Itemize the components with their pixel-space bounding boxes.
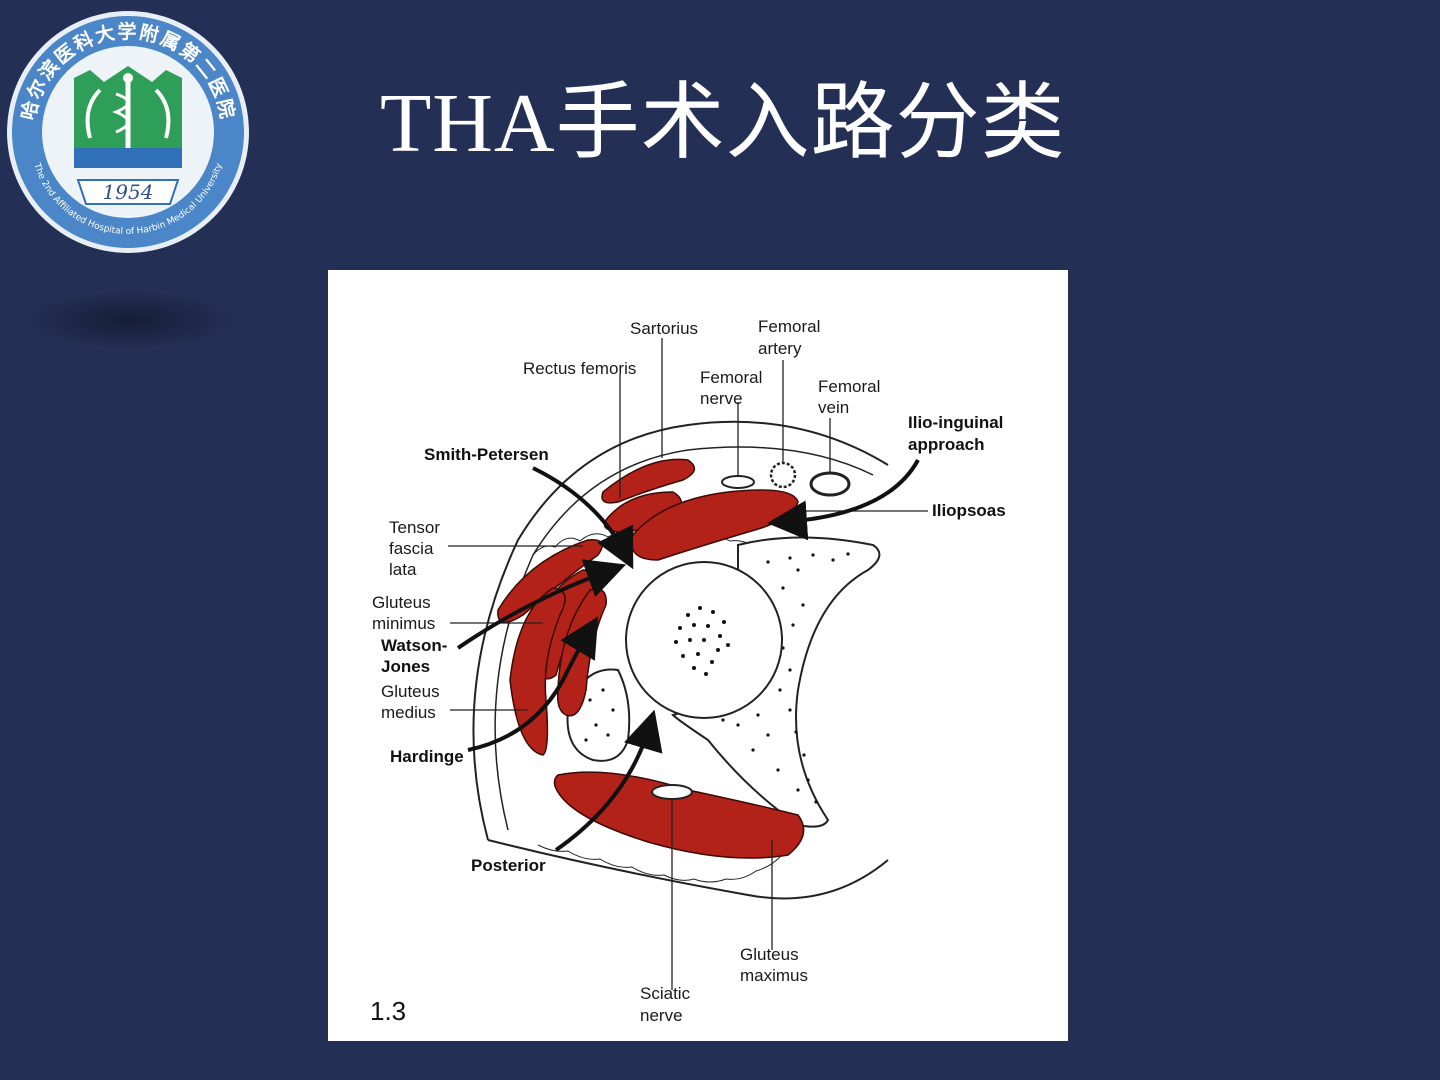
label-gluteus-maximus-2: maximus	[740, 966, 808, 985]
fascia-outline	[494, 446, 874, 831]
label-femoral-artery-1: Femoral	[758, 317, 820, 336]
label-gluteus-medius-2: medius	[381, 703, 436, 722]
hip-cross-section-diagram: Sartorius Femoral artery Rectus femoris …	[370, 317, 1006, 1026]
femoral-nerve-shape	[721, 475, 755, 489]
arrow-watson-jones	[456, 559, 627, 650]
bone-stipple	[721, 552, 850, 804]
label-smith-petersen: Smith-Petersen	[424, 445, 549, 464]
label-femoral-nerve-2: nerve	[700, 389, 743, 408]
logo-emblem: 哈尔滨医科大学附属第二医院 The 2nd Affiliated Hospita…	[7, 11, 249, 253]
label-hardinge: Hardinge	[390, 747, 464, 766]
femoral-vein-shape	[809, 471, 851, 497]
label-posterior: Posterior	[471, 856, 546, 875]
arrow-smith-petersen	[532, 466, 634, 570]
label-gluteus-minimus-1: Gluteus	[372, 593, 431, 612]
arrow-hardinge	[467, 616, 599, 752]
sciatic-nerve-shape	[651, 784, 693, 800]
label-ilio-inguinal-2: approach	[908, 435, 985, 454]
muscle-sartorius	[601, 458, 696, 504]
label-gluteus-minimus-2: minimus	[372, 614, 435, 633]
label-femoral-vein-2: vein	[818, 398, 849, 417]
femoral-head-stipple	[674, 606, 730, 676]
label-femoral-vein-1: Femoral	[818, 377, 880, 396]
posterior-fat	[537, 844, 781, 883]
label-sciatic-1: Sciatic	[640, 984, 691, 1003]
hospital-logo: 哈尔滨医科大学附属第二医院 The 2nd Affiliated Hospita…	[4, 8, 252, 256]
arrow-ilio-inguinal	[767, 459, 920, 541]
label-sciatic-2: nerve	[640, 1006, 683, 1025]
label-tensor-1: Tensor	[389, 518, 440, 537]
label-ilio-inguinal-1: Ilio-inguinal	[908, 413, 1003, 432]
label-femoral-artery-2: artery	[758, 339, 802, 358]
label-watson-jones-1: Watson-	[381, 636, 447, 655]
label-gluteus-medius-1: Gluteus	[381, 682, 440, 701]
figure-number: 1.3	[370, 996, 406, 1026]
arrow-posterior	[554, 709, 663, 852]
label-tensor-2: fascia	[389, 539, 434, 558]
slide-title: THA手术入路分类	[380, 77, 1066, 170]
label-watson-jones-2: Jones	[381, 657, 430, 676]
label-femoral-nerve-1: Femoral	[700, 368, 762, 387]
label-tensor-3: lata	[389, 560, 417, 579]
logo-year: 1954	[103, 180, 154, 204]
label-rectus-femoris: Rectus femoris	[523, 359, 636, 378]
skin-outline	[472, 420, 889, 900]
femoral-artery-shape	[769, 461, 797, 489]
anatomy-figure: Sartorius Femoral artery Rectus femoris …	[328, 270, 1068, 1041]
label-sartorius: Sartorius	[630, 319, 698, 338]
label-gluteus-maximus-1: Gluteus	[740, 945, 799, 964]
logo-shadow	[25, 290, 235, 350]
label-iliopsoas: Iliopsoas	[932, 501, 1006, 520]
